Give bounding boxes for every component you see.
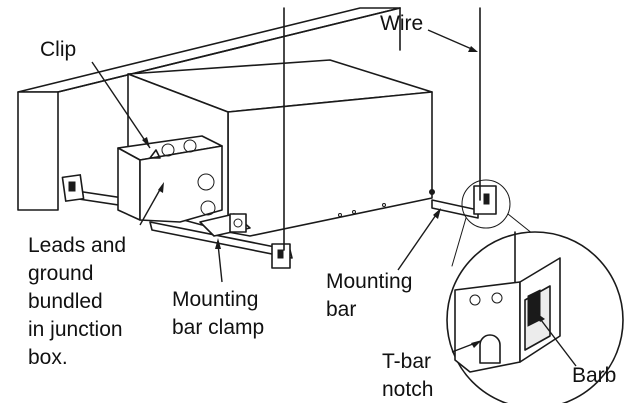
label-clip: Clip: [40, 38, 76, 61]
label-leads-line-1: Leads and: [28, 234, 126, 257]
label-leads-line-5: box.: [28, 346, 68, 369]
label-leads-line-3: bundled: [28, 290, 103, 313]
label-mounting-bar: Mounting bar: [326, 270, 412, 321]
label-mb-line-2: bar: [326, 298, 356, 321]
label-mb-line-1: Mounting: [326, 270, 412, 293]
label-mbc-line-1: Mounting: [172, 288, 258, 311]
label-tbn-line-1: T-bar: [382, 350, 431, 373]
label-leads-line-2: ground: [28, 262, 93, 285]
label-leads-line-4: in junction: [28, 318, 123, 341]
junction-box: [117, 135, 223, 223]
leader-lines: [91, 29, 577, 367]
detail-magnifier: [446, 179, 624, 403]
label-wire: Wire: [380, 12, 423, 35]
label-barb: Barb: [572, 364, 616, 387]
label-t-bar-notch: T-bar notch: [382, 350, 433, 401]
label-mounting-bar-clamp: Mounting bar clamp: [172, 288, 264, 339]
mounting-bar-front: [149, 213, 293, 269]
ceiling-panel: [17, 7, 401, 211]
label-mbc-line-2: bar clamp: [172, 316, 264, 339]
hanger-wires: [283, 7, 481, 251]
label-tbn-line-2: notch: [382, 378, 433, 401]
label-leads: Leads and ground bundled in junction box…: [28, 234, 126, 369]
